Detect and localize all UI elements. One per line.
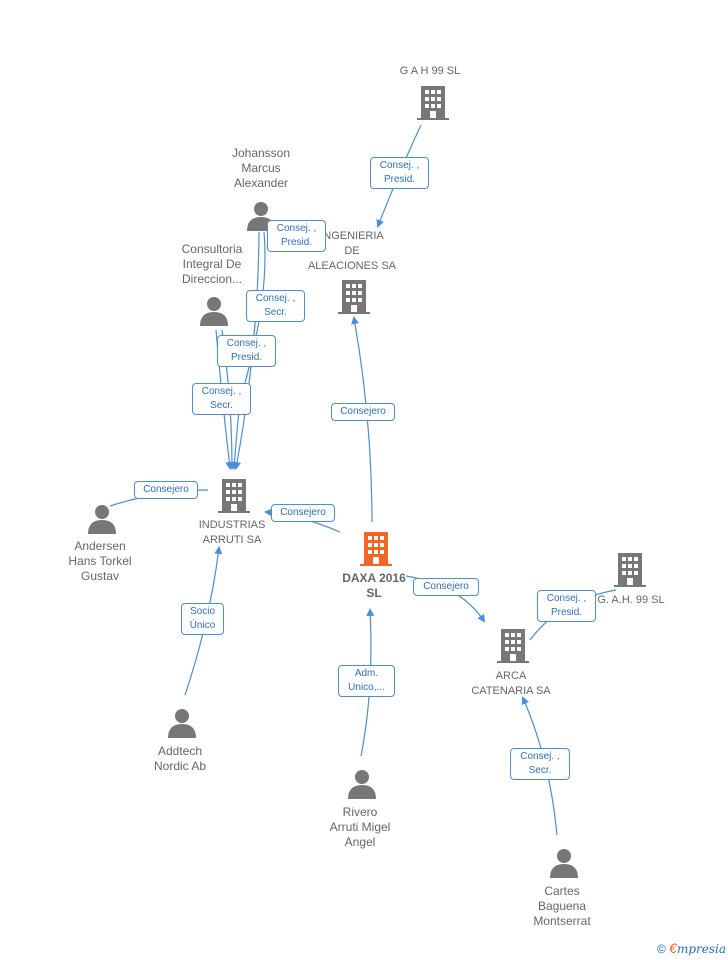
node-rivero-label[interactable]: Rivero Arruti Migel Angel bbox=[329, 805, 391, 849]
edge-johansson-industrias-b bbox=[230, 231, 266, 470]
edge-label-johansson-secr[interactable]: Consej. , Secr. bbox=[246, 290, 305, 322]
edge-label-consultoria-presid[interactable]: Consej. , Presid. bbox=[217, 335, 276, 367]
edge-label-daxa-arca[interactable]: Consejero bbox=[413, 578, 479, 596]
node-daxa-label[interactable]: DAXA 2016 SL bbox=[342, 571, 406, 600]
node-gah99-label[interactable]: G A H 99 SL bbox=[399, 65, 461, 77]
node-ingenieria-label[interactable]: INGENIERIA DE ALEACIONES SA bbox=[307, 230, 397, 272]
edge-label-johansson-presid[interactable]: Consej. , Presid. bbox=[267, 220, 326, 252]
copyright-icon: © bbox=[656, 942, 666, 956]
node-cartes-label[interactable]: Cartes Baguena Montserrat bbox=[533, 884, 591, 928]
brand-name: mpresia bbox=[676, 942, 726, 956]
node-gah99b-label[interactable]: G. A.H. 99 SL bbox=[597, 594, 665, 606]
building-icon bbox=[417, 86, 449, 120]
edge-label-daxa-ingenieria[interactable]: Consejero bbox=[331, 403, 395, 421]
edge-label-daxa-industrias[interactable]: Consejero bbox=[271, 504, 335, 522]
person-icon bbox=[550, 849, 578, 878]
edge-label-consultoria-secr[interactable]: Consej. , Secr. bbox=[192, 383, 251, 415]
person-icon bbox=[200, 297, 228, 326]
node-addtech-label[interactable]: Addtech Nordic Ab bbox=[153, 744, 207, 773]
brand-e: € bbox=[669, 940, 677, 956]
building-icon bbox=[218, 479, 250, 513]
node-andersen-label[interactable]: Andersen Hans Torkel Gustav bbox=[68, 539, 132, 583]
person-icon bbox=[168, 709, 196, 738]
main-building-icon bbox=[360, 532, 392, 566]
edge-label-andersen-industrias[interactable]: Consejero bbox=[134, 481, 198, 499]
building-icon bbox=[338, 280, 370, 314]
edge-label-rivero-daxa[interactable]: Adm. Unico,... bbox=[338, 665, 395, 697]
edge-label-cartes-arca[interactable]: Consej. , Secr. bbox=[510, 748, 570, 780]
person-icon bbox=[348, 770, 376, 799]
node-consultoria-label[interactable]: Consultoria Integral De Direccion... bbox=[181, 242, 243, 286]
node-arca-label[interactable]: ARCA CATENARIA SA bbox=[471, 670, 551, 697]
empresia-logo[interactable]: © €mpresia bbox=[657, 940, 726, 956]
building-icon bbox=[614, 553, 646, 587]
edge-label-addtech-industrias[interactable]: Socio Único bbox=[181, 603, 224, 635]
person-icon bbox=[88, 505, 116, 534]
node-johansson-label[interactable]: Johansson Marcus Alexander bbox=[231, 146, 291, 190]
edge-label-gah-ingenieria[interactable]: Consej. , Presid. bbox=[370, 157, 429, 189]
edge-label-gah99b-arca[interactable]: Consej. , Presid. bbox=[537, 590, 596, 622]
node-industrias-label[interactable]: INDUSTRIAS ARRUTI SA bbox=[198, 519, 266, 546]
building-icon bbox=[497, 629, 529, 663]
